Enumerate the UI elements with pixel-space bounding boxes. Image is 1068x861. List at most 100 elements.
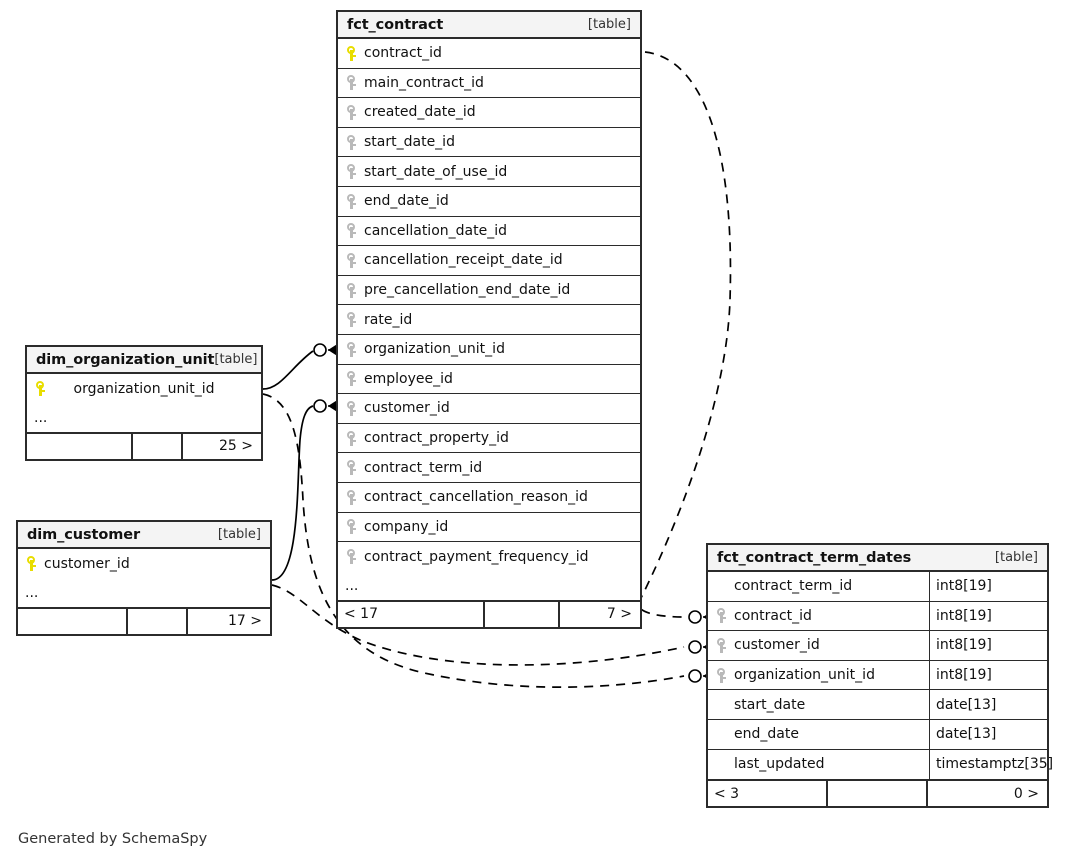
foreign-key-icon (708, 608, 734, 624)
foreign-key-icon (708, 637, 734, 653)
column-name: main_contract_id (364, 74, 484, 91)
table-fct-contract[interactable]: fct_contract [table] contract_id main_con… (336, 10, 642, 629)
table-row[interactable]: contract_property_id (338, 424, 640, 454)
foreign-key-icon (338, 75, 364, 91)
table-row[interactable]: start_date_of_use_id (338, 157, 640, 187)
table-row[interactable]: company_id (338, 513, 640, 543)
table-row[interactable]: end_date_id (338, 187, 640, 217)
table-row[interactable]: pre_cancellation_end_date_id (338, 276, 640, 306)
column-type: date[13] (929, 719, 1047, 749)
primary-key-icon (18, 556, 44, 572)
column-name: contract_cancellation_reason_id (364, 489, 588, 506)
column-type: date[13] (929, 690, 1047, 719)
column-name: cancellation_receipt_date_id (364, 252, 563, 269)
column-name: customer_id (44, 555, 130, 572)
foreign-key-icon (338, 223, 364, 239)
foreign-key-icon (338, 341, 364, 357)
column-list-dim-customer: customer_id (18, 549, 270, 579)
table-type-tag: [table] (214, 352, 258, 367)
table-title: dim_organization_unit (36, 351, 215, 368)
table-title: fct_contract (347, 16, 444, 33)
footer-outgoing-count: 17 > (228, 613, 262, 630)
table-row[interactable]: last_updated timestamptz[35] (708, 749, 1053, 780)
more-columns-indicator: ... (25, 584, 39, 601)
footer-outgoing-count: 7 > (606, 606, 632, 623)
footer-incoming-count: < 3 (714, 785, 740, 802)
footer-middle (126, 608, 188, 634)
table-row[interactable]: customer_id (338, 394, 640, 424)
table-row[interactable]: contract_payment_frequency_id (338, 542, 640, 572)
column-name: organization_unit_id (364, 341, 505, 358)
column-name: pre_cancellation_end_date_id (364, 282, 571, 299)
column-name: customer_id (364, 400, 450, 417)
table-row[interactable]: contract_cancellation_reason_id (338, 483, 640, 513)
column-name: last_updated (734, 756, 825, 773)
table-footer-fct-contract: < 17 7 > (338, 599, 640, 627)
table-dim-customer[interactable]: dim_customer [table] customer_id ... 17 … (16, 520, 272, 636)
generated-by-footnote: Generated by SchemaSpy (18, 831, 208, 847)
table-title: fct_contract_term_dates (717, 549, 912, 566)
more-columns-indicator: ... (34, 409, 48, 426)
foreign-key-icon (338, 282, 364, 298)
column-list-fct-contract: contract_id main_contract_id created_date_… (338, 39, 640, 572)
column-name: contract_term_id (734, 578, 853, 595)
table-row[interactable]: main_contract_id (338, 69, 640, 99)
table-footer-dim-customer: 17 > (18, 606, 270, 634)
foreign-key-icon (338, 460, 364, 476)
footer-outgoing-count: 25 > (219, 438, 253, 455)
foreign-key-icon (338, 549, 364, 565)
foreign-key-icon (338, 134, 364, 150)
column-name: organization_unit_id (734, 667, 875, 684)
table-row[interactable]: organization_unit_id (27, 374, 261, 404)
table-row[interactable]: customer_id (18, 549, 270, 579)
footer-middle (483, 601, 560, 627)
table-row[interactable]: created_date_id (338, 98, 640, 128)
column-name: created_date_id (364, 104, 476, 121)
table-dim-organization-unit[interactable]: dim_organization_unit [table] organizati… (25, 345, 263, 461)
column-type: timestamptz[35] (929, 749, 1053, 780)
footer-middle (826, 781, 928, 807)
table-row[interactable]: cancellation_date_id (338, 217, 640, 247)
foreign-key-icon (338, 312, 364, 328)
table-title: dim_customer (27, 526, 141, 543)
table-row[interactable]: organization_unit_id (338, 335, 640, 365)
table-row[interactable]: rate_id (338, 305, 640, 335)
edge-fctcontract-to-termdates-contractid (637, 51, 732, 618)
foreign-key-icon (338, 400, 364, 416)
foreign-key-icon (338, 164, 364, 180)
foreign-key-icon (338, 519, 364, 535)
foreign-key-icon (338, 489, 364, 505)
edge-orgunit-to-fctcontract (262, 350, 314, 390)
column-list-dim-org: organization_unit_id (27, 374, 261, 404)
foreign-key-icon (338, 104, 364, 120)
footer-incoming-count (18, 609, 126, 634)
foreign-key-icon (338, 371, 364, 387)
table-row[interactable]: start_date_id (338, 128, 640, 158)
column-name: contract_id (734, 607, 812, 624)
footer-outgoing-count: 0 > (1013, 785, 1039, 802)
column-name: company_id (364, 518, 449, 535)
table-row[interactable]: contract_term_id (338, 453, 640, 483)
column-name: organization_unit_id (73, 380, 215, 397)
column-name: employee_id (364, 370, 453, 387)
column-name: contract_id (364, 45, 442, 62)
table-row[interactable]: cancellation_receipt_date_id (338, 246, 640, 276)
column-name: rate_id (364, 311, 413, 328)
table-type-tag: [table] (994, 550, 1038, 565)
foreign-key-icon (708, 667, 734, 683)
column-type: int8[19] (929, 631, 1047, 660)
table-header-fct-contract: fct_contract [table] (338, 12, 640, 39)
more-columns-indicator: ... (345, 577, 359, 594)
table-row[interactable]: contract_id (338, 39, 640, 69)
table-fct-contract-term-dates[interactable]: fct_contract_term_dates [table] contract… (706, 543, 1053, 809)
column-name: contract_property_id (364, 430, 509, 447)
table-row[interactable]: employee_id (338, 365, 640, 395)
table-footer-dim-org: 25 > (27, 431, 261, 459)
